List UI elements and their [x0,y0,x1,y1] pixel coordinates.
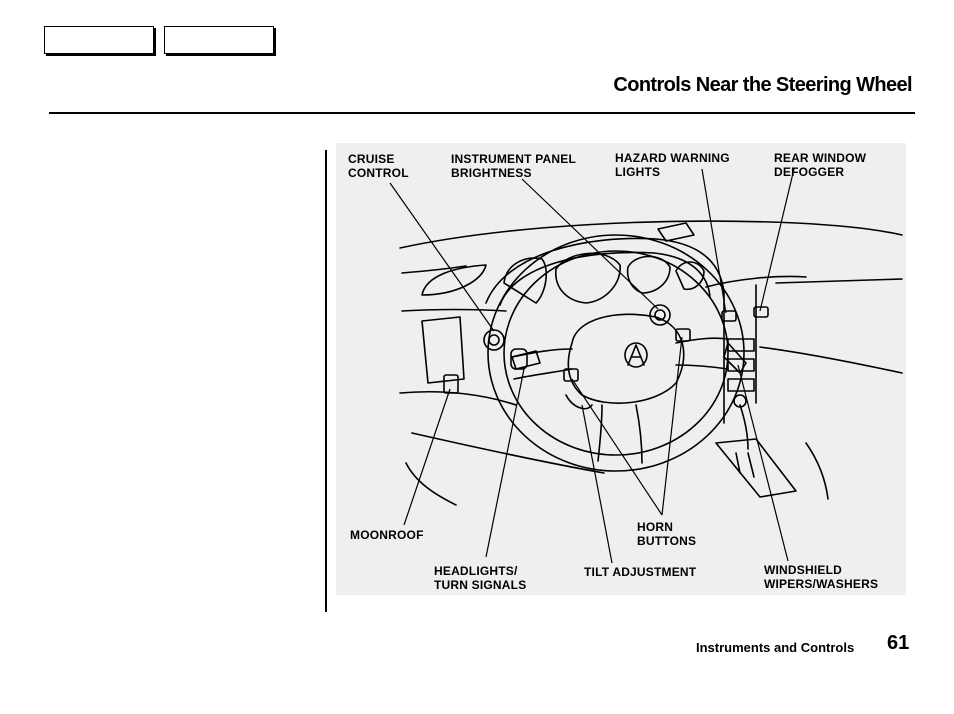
temp-gauge-icon [675,261,705,291]
left-vent [421,264,487,296]
footer-section-name: Instruments and Controls [696,640,855,655]
callout-instrument-panel-brightness: INSTRUMENT PANEL BRIGHTNESS [451,152,576,180]
title-divider [49,112,915,114]
callout-windshield-wipers-washers: WINDSHIELD WIPERS/WASHERS [764,563,879,591]
callout-tilt-adjustment: TILT ADJUSTMENT [584,565,697,579]
bottom-spoke [597,404,603,462]
tachometer-icon [503,257,548,304]
knee-panel-line [411,432,605,474]
nav-button-table-of-contents[interactable] [164,26,274,54]
horn-button-right-icon [675,328,691,342]
dash-top-line [399,220,903,249]
speedometer-icon [555,252,621,304]
callout-headlights-turn-signals: HEADLIGHTS/ TURN SIGNALS [434,564,527,592]
callout-horn-buttons: HORN BUTTONS [637,520,697,548]
dash-right-lower [759,346,903,374]
margin-divider [325,150,327,612]
callout-rear-window-defogger: REAR WINDOW DEFOGGER [774,151,867,179]
lower-dash-line [399,390,517,406]
page-title: Controls Near the Steering Wheel [613,74,912,96]
brightness-knob-icon [649,304,671,326]
steering-wheel-controls-illustration: CRUISE CONTROL INSTRUMENT PANEL BRIGHTNE… [336,143,906,595]
steering-wheel-rim-icon [487,234,745,472]
gear-shifter-console-icon [715,438,797,498]
lower-left-panel [421,316,465,384]
turn-signal-stalk-icon [511,350,541,370]
headlight-switch-end [510,348,528,370]
callout-hazard-warning-lights: HAZARD WARNING LIGHTS [615,151,730,179]
nav-button-main-menu[interactable] [44,26,154,54]
callout-moonroof: MOONROOF [350,528,424,542]
acura-logo-icon [624,342,648,368]
callout-leader-lines [389,168,795,564]
dash-upper-left [401,265,467,274]
dash-right-line [775,278,903,284]
horn-button-left-icon [563,368,579,382]
console-side [805,442,829,500]
shifter-lever [739,404,749,450]
shift-knob-icon [733,394,747,408]
cluster-hood [485,237,725,304]
hazard-switch-icon [721,310,737,322]
door-line [405,462,457,506]
center-stack-top [705,275,807,288]
horn-pad-icon [567,313,685,404]
callout-cruise-control: CRUISE CONTROL [348,152,409,180]
page-number: 61 [887,632,910,654]
defroster-slot [657,222,695,242]
